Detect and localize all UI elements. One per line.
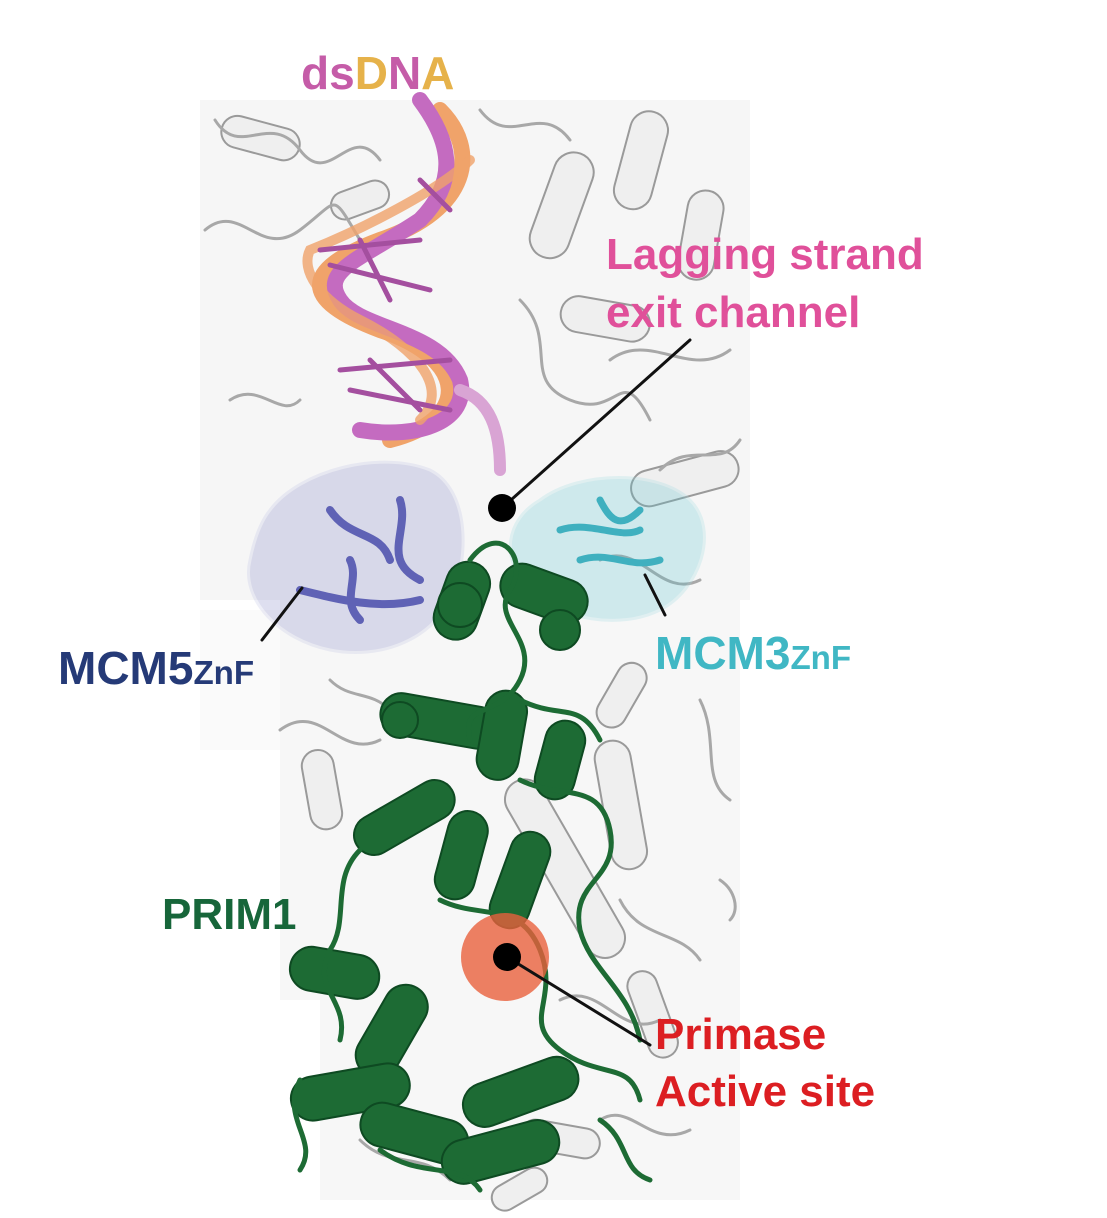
- mcm3-label-sub: ZnF: [790, 640, 852, 677]
- primase-line2: Active site: [655, 1067, 876, 1117]
- active-site-marker: [493, 943, 521, 971]
- callout-lines: [260, 338, 692, 1047]
- dsdna-letter: A: [421, 47, 455, 99]
- mcm5-label: MCM5ZnF: [58, 645, 254, 691]
- mcm3-label-main: MCM3: [655, 627, 791, 679]
- primase-line1: Primase: [655, 1010, 827, 1059]
- dsdna-letter: N: [387, 47, 422, 99]
- mcm5-label-main: MCM5: [58, 642, 194, 694]
- lagging-strand-line2: exit channel: [606, 288, 861, 338]
- dsdna-label: dsDNA: [301, 50, 454, 96]
- lagging-strand-label: Lagging strand exit channel: [606, 226, 924, 342]
- dsdna-letter: D: [354, 47, 388, 99]
- lagging-strand-line1: Lagging strand: [606, 230, 924, 279]
- prim1-structure: [288, 560, 589, 1185]
- mcm5-label-sub: ZnF: [193, 655, 255, 692]
- primase-active-site-label: Primase Active site: [655, 1006, 875, 1120]
- prim1-loops: [291, 540, 653, 1193]
- prim1-label: PRIM1: [162, 890, 297, 939]
- dsdna-letter: s: [329, 47, 355, 99]
- mcm5-znf-domain: [247, 460, 465, 655]
- lagging-strand-marker: [488, 494, 516, 522]
- background-protein: [200, 100, 750, 1212]
- mcm3-label: MCM3ZnF: [655, 630, 851, 676]
- dsdna-helix: [302, 92, 506, 476]
- dsdna-letter: d: [301, 47, 330, 99]
